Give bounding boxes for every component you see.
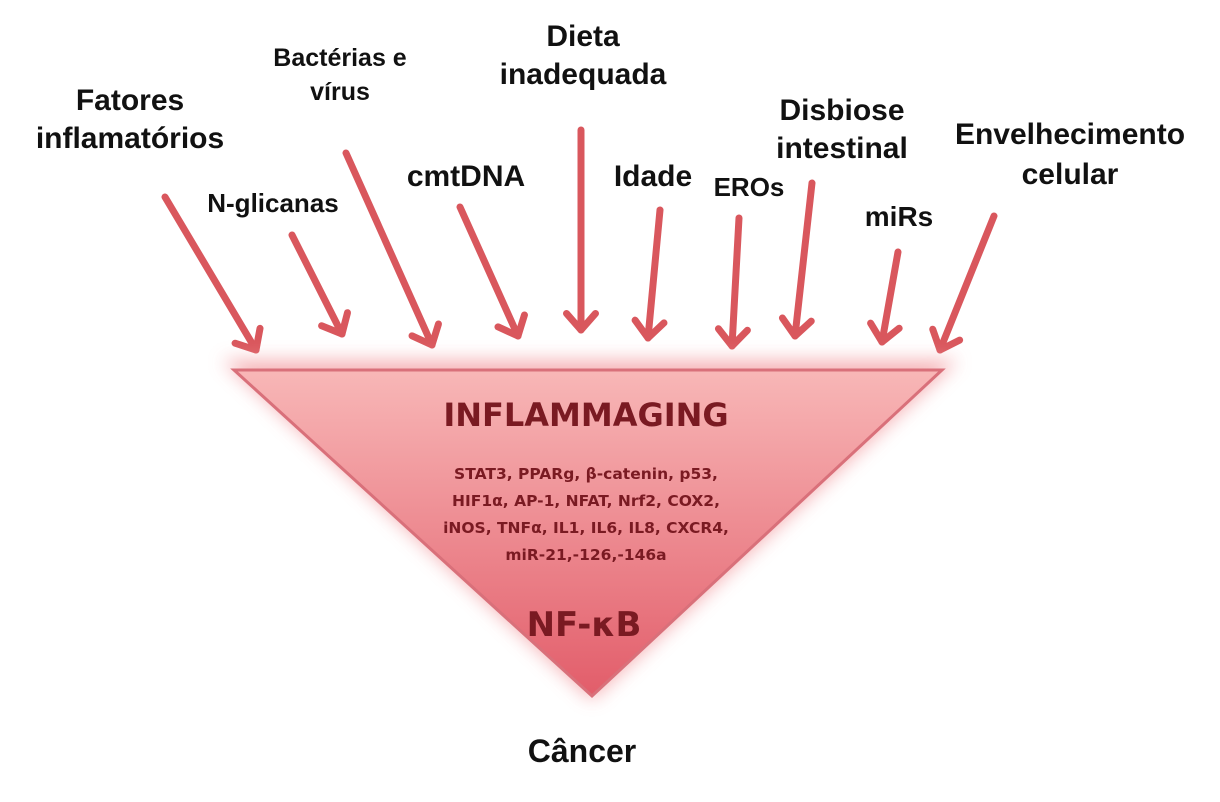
factor-label-line: N-glicanas xyxy=(207,188,339,218)
factor-dieta-inadequada: Dieta inadequada xyxy=(500,20,667,91)
inflammaging-triangle xyxy=(230,368,946,699)
factor-n-glicanas: N-glicanas xyxy=(207,188,339,218)
factor-label-line: celular xyxy=(1022,158,1119,191)
factor-label-line: Dieta xyxy=(546,20,620,53)
arrows-group xyxy=(161,126,998,354)
molecules-line-4: miR-21,-126,-146a xyxy=(505,546,666,564)
factor-mirs: miRs xyxy=(865,201,933,232)
arrow-envelhecimento xyxy=(936,212,998,354)
factor-cmtdna: cmtDNA xyxy=(407,160,525,193)
outcome-cancer-label: Câncer xyxy=(528,733,637,769)
factor-label-line: Disbiose xyxy=(779,94,904,127)
arrow-disbiose xyxy=(791,179,816,340)
molecules-line-1: STAT3, PPARg, β-catenin, p53, xyxy=(454,465,718,483)
nfkb-hub-label: NF-κB xyxy=(527,605,642,645)
inflammaging-title: INFLAMMAGING xyxy=(443,396,728,434)
arrowhead-bacterias xyxy=(408,320,442,349)
factor-idade: Idade xyxy=(614,160,692,193)
factor-label-line: cmtDNA xyxy=(407,160,525,193)
arrow-fatores xyxy=(161,193,260,354)
factor-label-line: inadequada xyxy=(500,58,667,91)
factor-fatores-inflamatorios: Fatores inflamatórios xyxy=(36,84,224,155)
factor-label-line: Bactérias e xyxy=(273,44,407,72)
arrowhead-disbiose xyxy=(778,314,815,340)
arrow-mirs xyxy=(878,248,902,346)
molecules-line-3: iNOS, TNFα, IL1, IL6, IL8, CXCR4, xyxy=(443,519,729,537)
arrowhead-n-glicanas xyxy=(318,309,351,338)
factor-envelhecimento-celular: Envelhecimento celular xyxy=(955,118,1185,191)
factor-label-line: inflamatórios xyxy=(36,122,224,155)
factor-label-line: EROs xyxy=(714,172,785,202)
arrowhead-cmtdna xyxy=(494,311,528,340)
factor-eros: EROs xyxy=(714,172,785,202)
arrowhead-idade xyxy=(631,316,668,342)
factor-label-line: Envelhecimento xyxy=(955,118,1185,151)
arrow-bacterias xyxy=(342,149,436,349)
arrow-cmtdna xyxy=(456,203,522,340)
arrow-n-glicanas xyxy=(288,231,346,338)
arrowhead-eros xyxy=(714,325,751,350)
arrow-eros xyxy=(728,214,743,350)
factor-disbiose-intestinal: Disbiose intestinal xyxy=(776,94,908,165)
molecules-line-2: HIF1α, AP-1, NFAT, Nrf2, COX2, xyxy=(452,492,720,510)
factor-bacterias-virus: Bactérias e vírus xyxy=(273,44,407,106)
factor-label-line: intestinal xyxy=(776,132,908,165)
factor-label-line: vírus xyxy=(310,78,370,106)
arrow-idade xyxy=(644,206,664,342)
arrowhead-dieta xyxy=(562,309,600,334)
arrowhead-envelhecimento xyxy=(929,325,964,354)
factor-label-line: Fatores xyxy=(76,84,184,117)
arrowhead-fatores xyxy=(231,324,264,354)
factor-label-line: Idade xyxy=(614,160,692,193)
arrowhead-mirs xyxy=(867,319,903,346)
factor-label-line: miRs xyxy=(865,201,933,232)
